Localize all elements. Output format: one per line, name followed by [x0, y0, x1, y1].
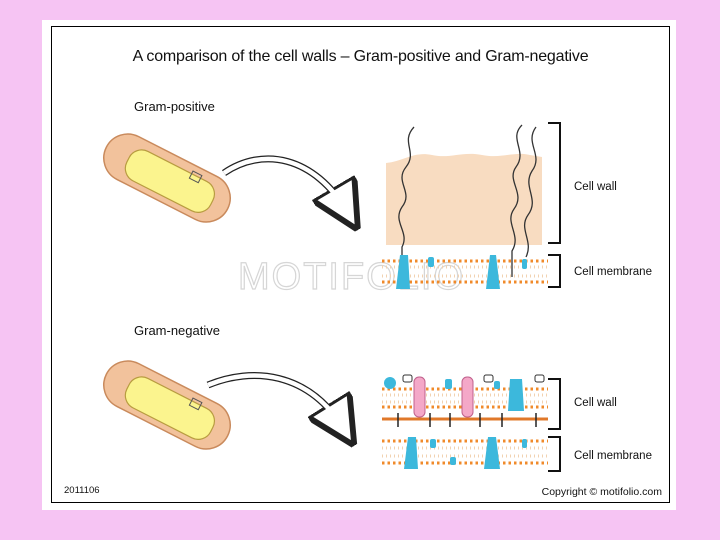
- lipoproteins: [397, 413, 537, 427]
- diagram-artwork: MOTIFOLIO: [103, 122, 561, 472]
- membrane-protein: [445, 379, 452, 389]
- membrane-protein: [430, 439, 436, 448]
- membrane-protein: [522, 259, 527, 269]
- gram-negative-cell-wall-label: Cell wall: [574, 397, 617, 409]
- figure-code: 2011106: [64, 485, 100, 496]
- copyright-notice: Copyright © motifolio.com: [541, 486, 662, 498]
- gram-positive-label: Gram-positive: [134, 99, 215, 114]
- membrane-protein: [404, 437, 418, 469]
- lipopolysaccharide: [483, 374, 494, 383]
- porin: [461, 376, 474, 418]
- gram-positive-cell-membrane-label: Cell membrane: [574, 266, 652, 278]
- membrane-protein: [486, 255, 500, 289]
- gram-negative-bacterium: [103, 360, 231, 450]
- gram-negative-outer-membrane: [382, 374, 548, 418]
- lipopolysaccharide: [534, 374, 545, 383]
- membrane-protein: [522, 439, 527, 448]
- gram-positive-bacterium: [103, 133, 231, 223]
- gram-positive-cell-wall-label: Cell wall: [574, 181, 617, 193]
- gram-negative-cell-membrane: [382, 437, 548, 469]
- membrane-protein: [396, 255, 410, 289]
- gram-positive-membrane-bracket: [548, 254, 561, 288]
- membrane-protein: [494, 381, 500, 389]
- gram-negative-wall-bracket: [548, 378, 561, 430]
- gram-positive-zoom-box: [188, 170, 203, 184]
- porin: [413, 376, 426, 418]
- gram-negative-label: Gram-negative: [134, 323, 220, 338]
- membrane-protein: [450, 457, 456, 465]
- gram-positive-peptidoglycan-layer: [386, 153, 542, 245]
- diagram-panel: A comparison of the cell walls – Gram-po…: [51, 26, 670, 503]
- teichoic-acid-2: [510, 124, 523, 277]
- membrane-protein: [428, 257, 434, 267]
- teichoic-acid-1: [398, 126, 415, 277]
- watermark: MOTIFOLIO: [238, 256, 465, 298]
- membrane-protein: [484, 437, 500, 469]
- gram-negative-zoom-box: [188, 397, 203, 411]
- lipopolysaccharide: [402, 374, 413, 383]
- gram-negative-membrane-bracket: [548, 436, 561, 472]
- diagram-title: A comparison of the cell walls – Gram-po…: [132, 48, 589, 65]
- gram-positive-membrane: [382, 255, 548, 289]
- membrane-protein: [508, 379, 524, 411]
- teichoic-acid-3: [523, 126, 537, 258]
- gram-positive-wall-bracket: [548, 122, 561, 244]
- gram-negative-cell-membrane-label: Cell membrane: [574, 450, 652, 462]
- lipopolysaccharide: [384, 377, 396, 389]
